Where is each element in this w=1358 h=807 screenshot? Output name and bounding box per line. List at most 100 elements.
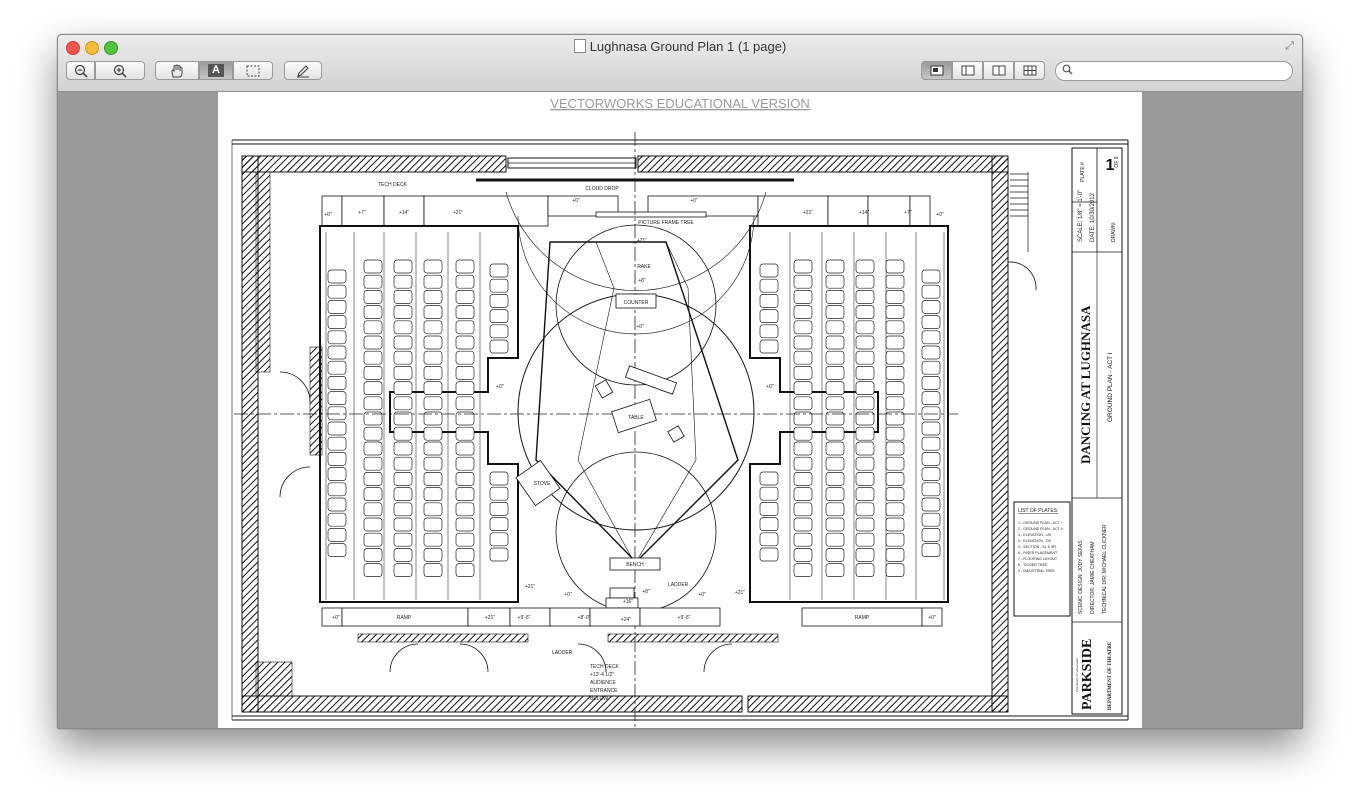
institution-sub-text: University of Wisconsin [1075, 658, 1079, 692]
seat [393, 426, 413, 441]
seat [327, 300, 347, 314]
doors [279, 261, 1037, 673]
sidebar-icon [961, 65, 974, 76]
seating-left [325, 232, 509, 600]
table-label: TABLE [628, 415, 644, 421]
seat [759, 263, 779, 278]
seat [393, 487, 413, 501]
seat [423, 563, 443, 577]
seat [793, 456, 813, 471]
seat [855, 366, 875, 380]
seat [885, 350, 905, 365]
seat [489, 532, 509, 547]
seat [793, 517, 813, 532]
fullscreen-icon[interactable]: ⤢ [1285, 40, 1294, 52]
seat [825, 381, 845, 395]
plate-list-item: 2 - GROUND PLAN - ACT II [1018, 527, 1063, 531]
seat [393, 305, 413, 319]
seat [855, 502, 875, 517]
seat [885, 366, 905, 380]
seat [393, 548, 413, 562]
plate-list-item: 8 - TIGGER TREE [1018, 563, 1048, 567]
watermark-text: VECTORWORKS EDUCATIONAL VERSION [550, 96, 810, 111]
seat [855, 532, 875, 547]
seat [423, 290, 443, 304]
seat [855, 274, 875, 289]
seat [885, 396, 905, 411]
seat [793, 320, 813, 335]
view-single-page-button[interactable] [921, 61, 952, 80]
department-text: DEPARTMENT OF THEATRE [1108, 641, 1113, 710]
ladder-bottom-label: LADDER [552, 650, 573, 656]
seat [393, 517, 413, 532]
seat [455, 426, 475, 441]
zoom-in-button[interactable] [95, 61, 145, 80]
ramp-right-label: RAMP [855, 615, 870, 621]
view-grid-button[interactable] [1014, 61, 1045, 80]
seat [759, 294, 779, 308]
seat [423, 259, 443, 274]
text-select-button[interactable]: A [199, 61, 233, 80]
seat [855, 456, 875, 471]
seat [759, 471, 779, 486]
close-window-button[interactable] [66, 41, 80, 55]
seat [363, 472, 383, 486]
seat [423, 532, 443, 547]
seat [885, 532, 905, 547]
seat [455, 366, 475, 380]
search-input[interactable] [1076, 63, 1288, 80]
seat [921, 300, 941, 314]
seat [327, 345, 347, 360]
marquee-select-button[interactable] [233, 61, 273, 80]
seat [855, 259, 875, 274]
seat [793, 548, 813, 562]
seat [455, 320, 475, 335]
seat [363, 502, 383, 517]
seat [885, 290, 905, 304]
grid-icon [1023, 65, 1036, 76]
seat [393, 456, 413, 471]
annotate-button[interactable] [284, 61, 322, 80]
seat [393, 274, 413, 289]
seat [921, 497, 941, 512]
bench-label: BENCH [626, 562, 644, 568]
seat [327, 284, 347, 299]
view-two-page-button[interactable] [983, 61, 1014, 80]
minimize-window-button[interactable] [85, 41, 99, 55]
date-text: DATE: 10/30/2012 [1090, 192, 1096, 242]
magnifier-minus-icon [74, 64, 88, 78]
hand-tool-button[interactable] [155, 61, 199, 80]
seat [855, 411, 875, 426]
single-page-icon [930, 65, 943, 76]
seat [855, 335, 875, 350]
seat [393, 320, 413, 335]
seat [793, 472, 813, 486]
drawn-text: DRAWN: [1111, 222, 1117, 242]
tech-deck-note-line: +13'-4 1/2" [590, 672, 614, 678]
seat [363, 441, 383, 456]
document-page[interactable]: VECTORWORKS EDUCATIONAL VERSION [218, 92, 1142, 728]
view-sidebar-button[interactable] [952, 61, 983, 80]
stove-label: STOVE [534, 481, 552, 487]
search-field[interactable] [1055, 61, 1293, 81]
seat [455, 335, 475, 350]
elevation-label: +0" [936, 212, 944, 218]
ground-plan-drawing: VECTORWORKS EDUCATIONAL VERSION [231, 96, 1129, 728]
zoom-window-button[interactable] [104, 41, 118, 55]
seat [455, 396, 475, 411]
seat [455, 350, 475, 365]
seat [489, 471, 509, 486]
seat [885, 563, 905, 577]
elevation-label: +8" [642, 589, 650, 595]
seat [793, 502, 813, 517]
elevation-label: +21" [485, 615, 495, 621]
seat [885, 548, 905, 562]
seat [363, 487, 383, 501]
seat [363, 411, 383, 426]
upstage-platforms [321, 195, 931, 227]
seat [793, 366, 813, 380]
seat [759, 532, 779, 547]
seat [423, 411, 443, 426]
seat [759, 309, 779, 323]
zoom-out-button[interactable] [66, 61, 95, 80]
